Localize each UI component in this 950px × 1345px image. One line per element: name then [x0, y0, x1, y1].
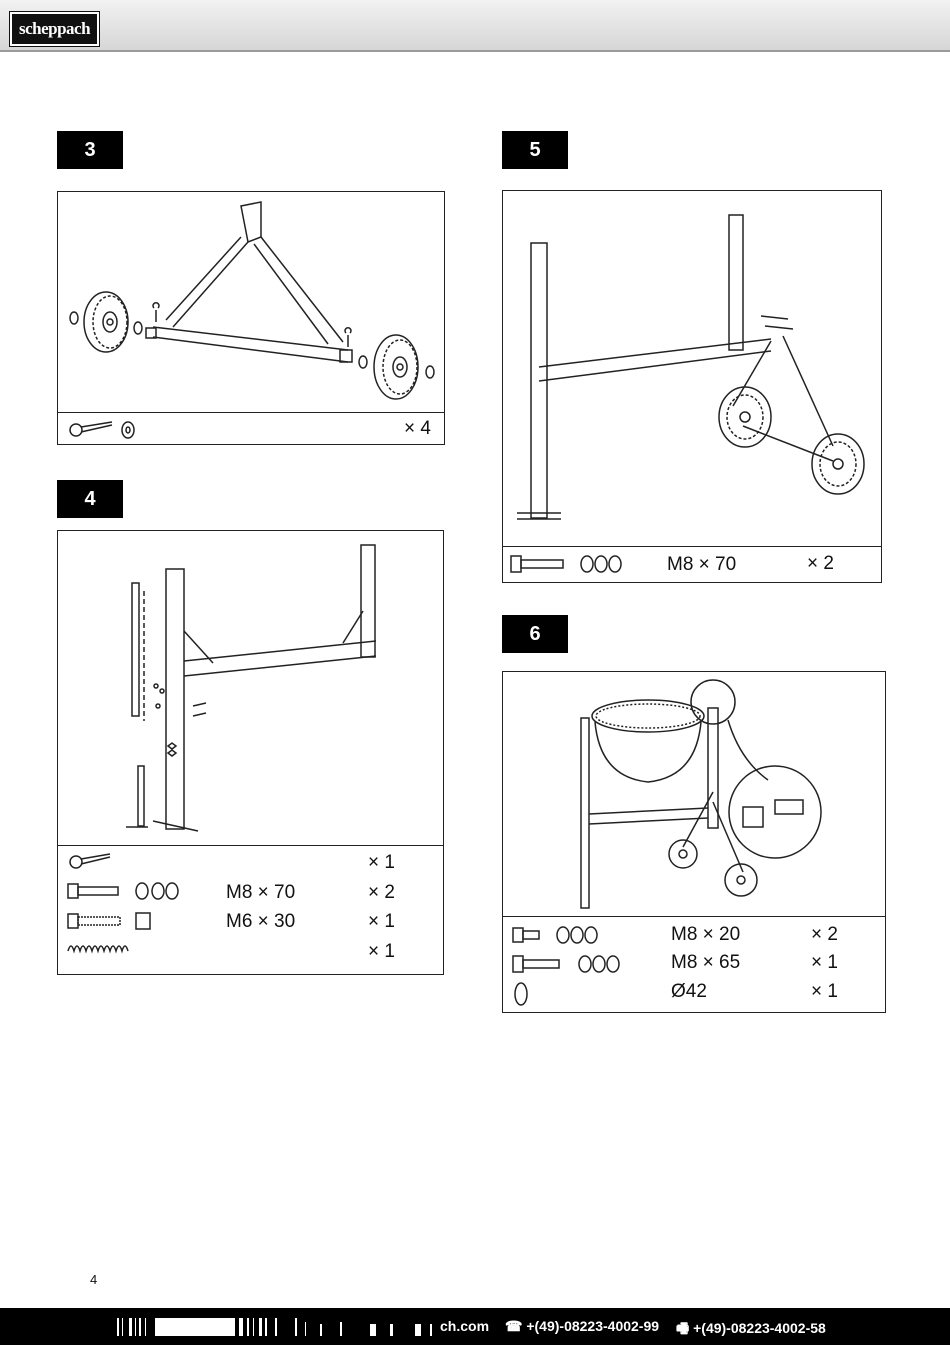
hardware-icons — [67, 853, 179, 954]
step-3-part-qty: × 4 — [404, 418, 431, 439]
step-4-part-2-qty: × 2 — [368, 882, 395, 903]
scheppach-logo: scheppach — [10, 12, 99, 46]
step-4-part-2-spec: M8 × 70 — [226, 882, 296, 903]
step-6-part-1-spec: M8 × 20 — [671, 924, 741, 945]
step-5-badge: 5 — [502, 131, 568, 169]
page-number: 4 — [90, 1272, 98, 1287]
step-3-parts-row: × 4 — [58, 412, 444, 444]
step-4-part-1-qty: × 1 — [368, 852, 395, 873]
footer-website: ch.com — [440, 1318, 490, 1334]
step-4-part-3-qty: × 1 — [368, 911, 395, 932]
split-pin-and-washer-icon — [69, 421, 135, 439]
step-6-part-1-qty: × 2 — [811, 924, 838, 945]
step-6-badge: 6 — [502, 615, 568, 653]
step-4-panel: × 1 M8 × 70 × 2 M6 × 30 × 1 × 1 — [57, 530, 444, 975]
fastener-icons — [512, 926, 620, 1006]
footer-fax: 🖷 +(49)-08223-4002-58 — [676, 1320, 826, 1336]
step-6-parts-table: M8 × 20 × 2 M8 × 65 × 1 Ø42 × 1 — [503, 916, 885, 1012]
step-5-panel: M8 × 70 × 2 — [502, 190, 882, 583]
step-6-part-3-qty: × 1 — [811, 981, 838, 1002]
step-6-part-3-spec: Ø42 — [671, 981, 707, 1002]
step-3-panel: × 4 — [57, 191, 445, 445]
bolt-nut-washer-icon — [510, 555, 622, 573]
footer-phone: ☎ +(49)-08223-4002-99 — [505, 1318, 660, 1334]
step-6-part-2-spec: M8 × 65 — [671, 952, 741, 973]
frame-wheel-mounting-illustration — [517, 214, 865, 520]
step-5-parts-row: M8 × 70 × 2 — [503, 546, 881, 582]
leg-frame-assembly-illustration — [126, 544, 377, 832]
wheel-axle-assembly-illustration — [69, 201, 435, 400]
page-header: scheppach — [0, 0, 950, 52]
step-4-badge: 4 — [57, 480, 123, 518]
step-4-parts-table: × 1 M8 × 70 × 2 M6 × 30 × 1 × 1 — [58, 845, 443, 974]
drum-mounting-illustration — [580, 679, 822, 909]
step-5-part-spec: M8 × 70 — [667, 554, 737, 575]
step-6-panel: M8 × 20 × 2 M8 × 65 × 1 Ø42 × 1 — [502, 671, 886, 1013]
step-4-part-4-qty: × 1 — [368, 941, 395, 962]
redacted-barcode-graphic — [117, 1318, 432, 1336]
step-3-badge: 3 — [57, 131, 123, 169]
step-6-part-2-qty: × 1 — [811, 952, 838, 973]
step-5-part-qty: × 2 — [807, 553, 834, 574]
step-4-part-3-spec: M6 × 30 — [226, 911, 296, 932]
page-footer: ch.com ☎ +(49)-08223-4002-99 🖷 +(49)-082… — [0, 1308, 950, 1345]
